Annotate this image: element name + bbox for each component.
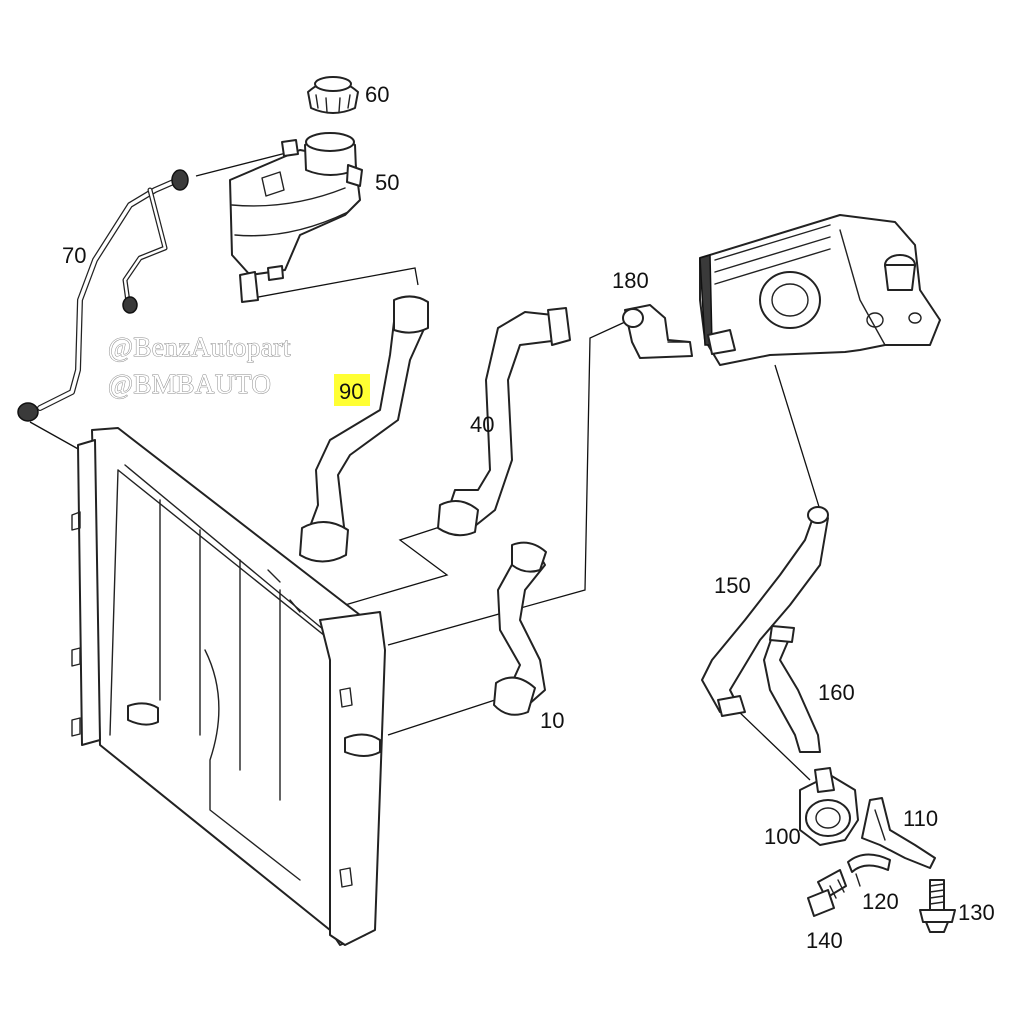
callout-90: 90 [339, 379, 363, 404]
hose-160 [763, 625, 821, 753]
bracket-110 [861, 797, 936, 869]
callout-100: 100 [764, 824, 801, 849]
leader-180 [387, 321, 626, 646]
leader-70 [195, 151, 291, 177]
callout-110: 110 [903, 806, 938, 831]
radiator [71, 427, 386, 946]
callout-70: 70 [62, 243, 86, 268]
callout-180: 180 [612, 268, 649, 293]
leader-70-end [29, 421, 81, 451]
hose-10 [493, 541, 547, 716]
hose-40 [437, 307, 571, 537]
bolt-140 [807, 869, 847, 917]
callout-60: 60 [365, 82, 389, 107]
callout-50: 50 [375, 170, 399, 195]
leader-150 [774, 364, 821, 511]
leader-100 [734, 707, 811, 781]
watermark-line-2: @BMBAUTO [108, 369, 271, 399]
leader-10 [387, 699, 496, 736]
callout-160: 160 [818, 680, 855, 705]
screw-130 [919, 879, 956, 933]
leader-50-bracket [241, 267, 419, 301]
callout-40: 40 [470, 412, 494, 437]
callout-10: 10 [540, 708, 564, 733]
hose-90 [299, 295, 429, 563]
leader-90-40 [344, 521, 456, 606]
callout-140: 140 [806, 928, 843, 953]
pipe-150 [701, 506, 829, 717]
callout-150: 150 [714, 573, 751, 598]
heat-exchanger-unit [699, 214, 941, 366]
cap-60 [307, 76, 359, 114]
callout-120: 120 [862, 889, 899, 914]
watermark: @BenzAutopart @BMBAUTO [108, 332, 291, 400]
pump-100 [799, 767, 859, 846]
callout-130: 130 [958, 900, 995, 925]
clip-120 [847, 853, 891, 887]
callouts: 60 50 70 90 40 180 10 150 160 100 110 12… [62, 82, 995, 953]
watermark-line-1: @BenzAutopart [108, 332, 291, 362]
callout-90-highlight [334, 374, 370, 406]
expansion-tank-50 [229, 132, 363, 303]
leader-lines [29, 151, 821, 781]
vent-hose-70 [17, 169, 189, 422]
elbow-hose-180 [622, 304, 693, 359]
